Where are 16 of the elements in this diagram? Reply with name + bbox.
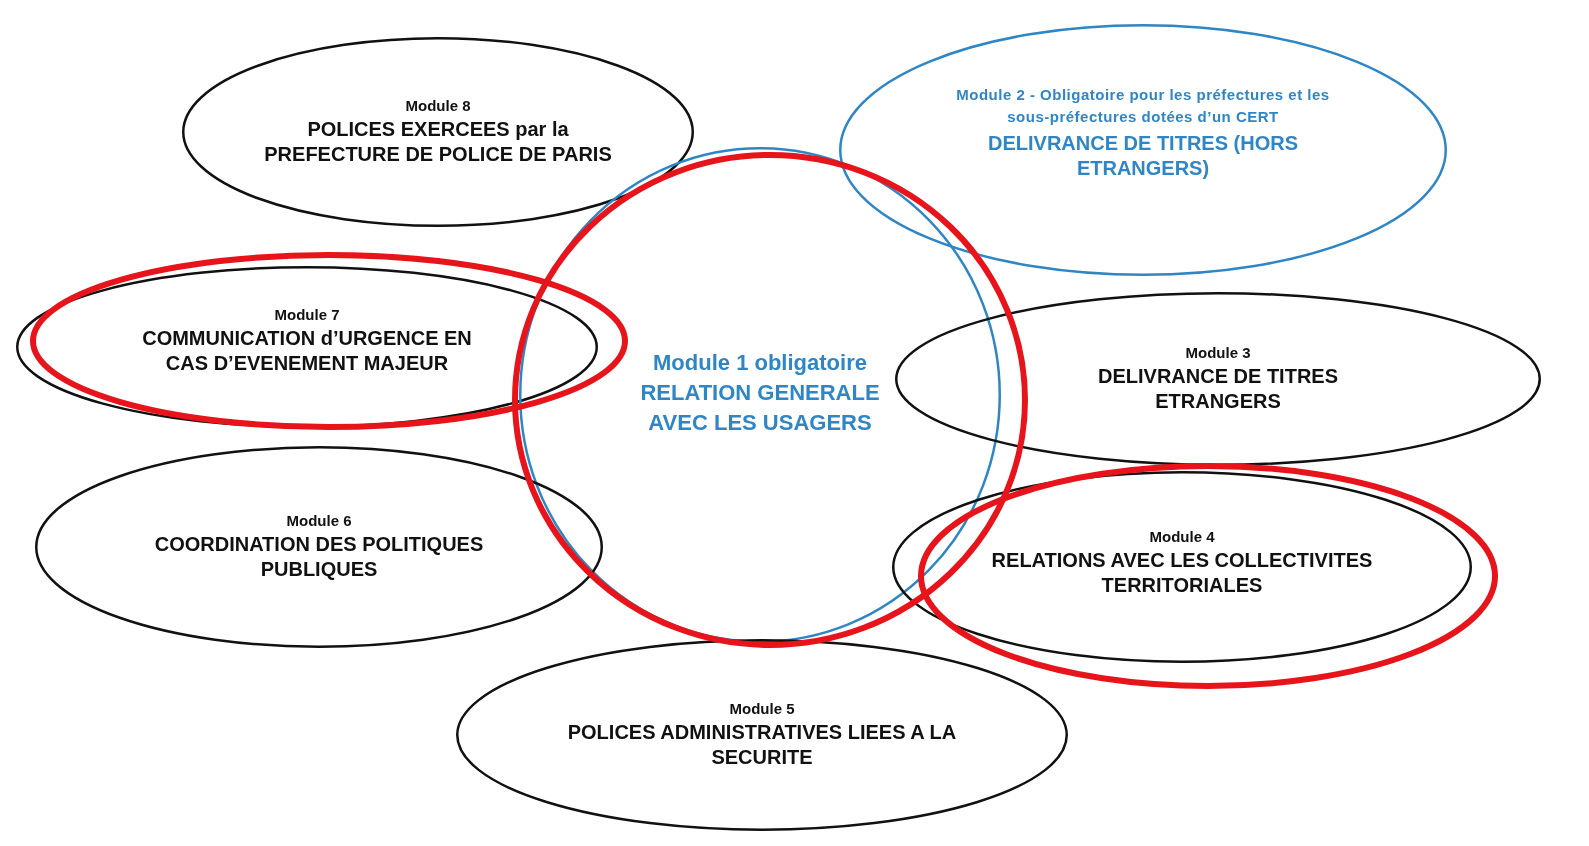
module-title: POLICES EXERCEES par la PREFECTURE DE POLICE DE PARIS: [263, 117, 613, 167]
module-heading: Module 3: [1184, 344, 1252, 361]
module-heading: Module 1 obligatoire: [652, 349, 868, 377]
module-heading: Module 2 - Obligatoire pour les préfectures et les sous-préfectures dotées d’un CERT: [955, 84, 1331, 127]
module-heading: Module 8: [404, 97, 472, 114]
module-heading: Module 7: [273, 306, 341, 323]
module-title: DELIVRANCE DE TITRES (HORS ETRANGERS): [987, 130, 1299, 181]
module-title: RELATION GENERALE AVEC LES USAGERS: [639, 379, 881, 437]
module-title: DELIVRANCE DE TITRES ETRANGERS: [1097, 364, 1339, 414]
module-title: RELATIONS AVEC LES COLLECTIVITES TERRITORIALES: [990, 548, 1374, 598]
module-title: COORDINATION DES POLITIQUES PUBLIQUES: [153, 532, 485, 582]
module-title: COMMUNICATION d’URGENCE EN CAS D’EVENEMENT MAJEUR: [142, 326, 472, 376]
module-heading: Module 4: [1148, 528, 1216, 545]
module-heading: Module 6: [285, 512, 353, 529]
module-heading: Module 5: [728, 700, 796, 717]
module-title: POLICES ADMINISTRATIVES LIEES A LA SECURITE: [566, 720, 958, 770]
